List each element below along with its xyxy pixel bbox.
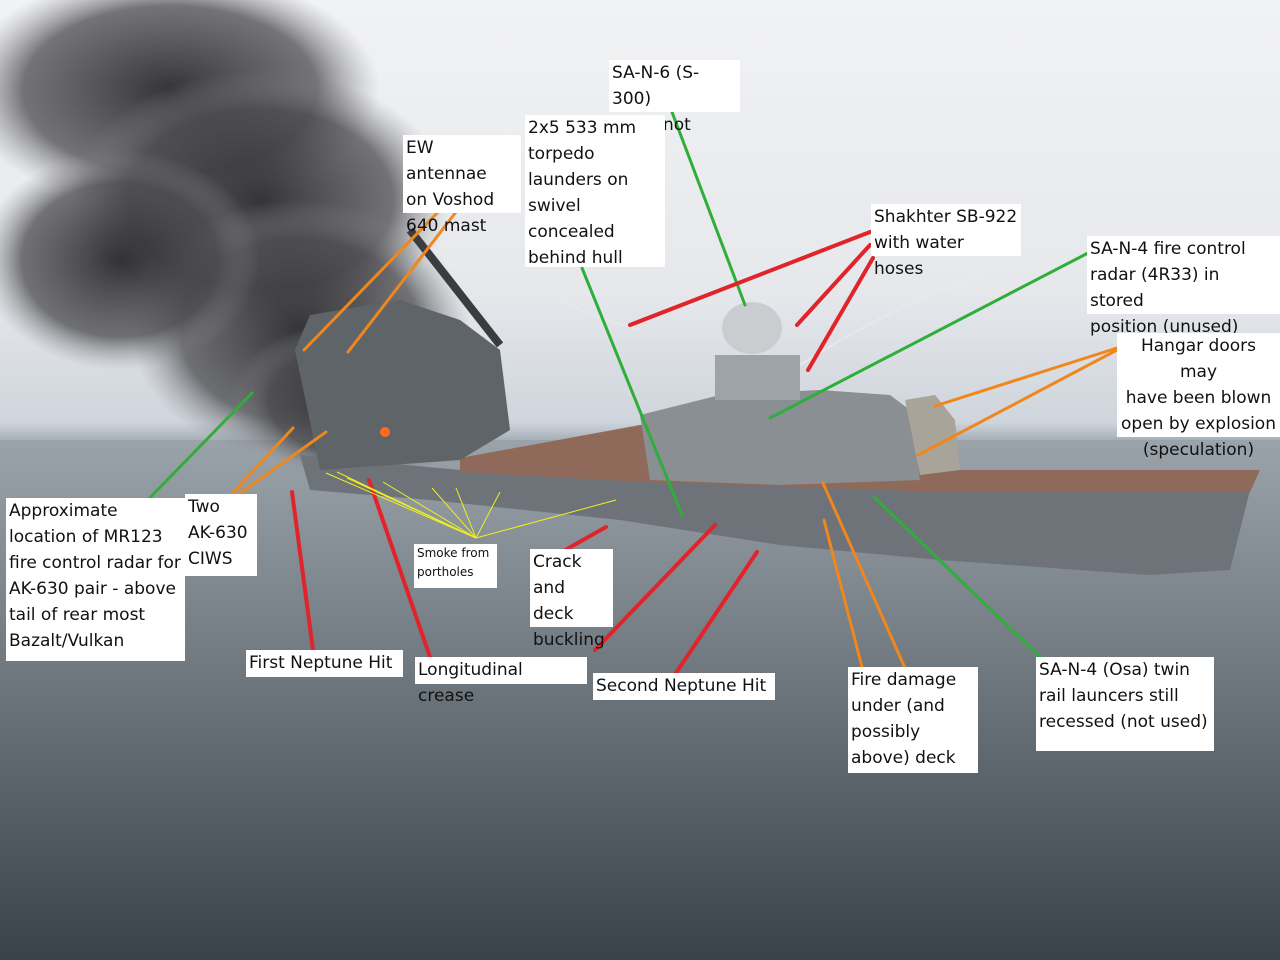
leader-sa-n-6 xyxy=(672,112,745,305)
fire-glow xyxy=(380,427,390,437)
label-second-neptune-hit: Second Neptune Hit xyxy=(593,673,775,700)
label-osa-launchers: SA-N-4 (Osa) twin rail launcers still re… xyxy=(1036,657,1214,751)
label-sa-n-4-radar: SA-N-4 fire control radar (4R33) in stor… xyxy=(1087,236,1280,314)
label-smoke-portholes: Smoke from portholes xyxy=(414,544,497,588)
label-hangar-doors: Hangar doors may have been blown open by… xyxy=(1117,333,1280,437)
label-crack-buckling: Crack and deck buckling xyxy=(530,549,613,627)
superstructure-mid xyxy=(640,390,920,485)
label-longitudinal-crease: Longitudinal crease xyxy=(415,657,587,684)
label-ak630-ciws: Two AK-630 CIWS xyxy=(185,494,257,576)
label-shakhter: Shakhter SB-922 with water hoses xyxy=(871,204,1021,256)
label-torpedo-launchers: 2x5 533 mm torpedo launders on swivel co… xyxy=(525,115,665,267)
radar-dome xyxy=(722,302,782,354)
radar-tower xyxy=(715,355,800,400)
label-sa-n-6-radar: SA-N-6 (S-300) radar not used xyxy=(609,60,740,112)
label-first-neptune-hit: First Neptune Hit xyxy=(246,650,403,677)
label-fire-damage: Fire damage under (and possibly above) d… xyxy=(848,667,978,773)
label-mr123-radar: Approximate location of MR123 fire contr… xyxy=(6,498,185,661)
label-ew-antennae: EW antennae on Voshod 640 mast xyxy=(403,135,521,213)
leader-sa-n-4-radar xyxy=(770,253,1088,418)
